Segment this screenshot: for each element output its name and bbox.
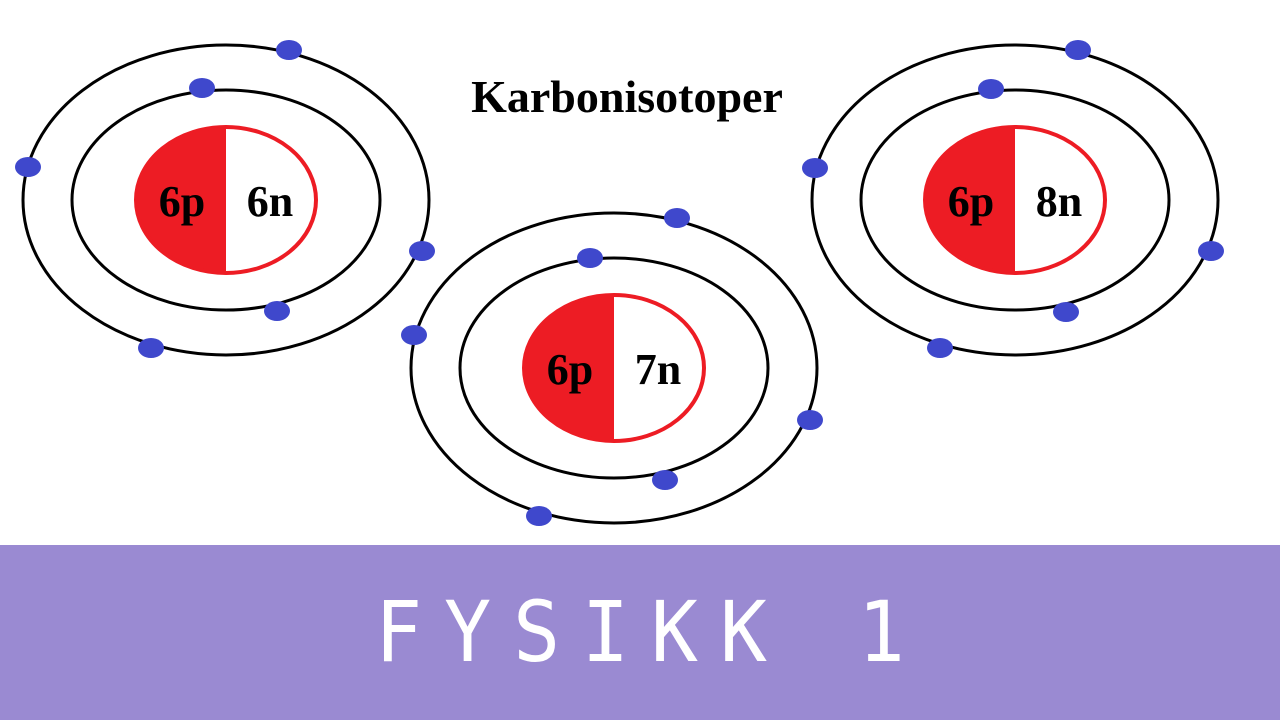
banner: FYSIKK 1 — [0, 545, 1280, 720]
electron — [664, 208, 690, 228]
proton-label: 6p — [159, 177, 205, 226]
inner-orbit — [70, 88, 382, 312]
atom-3: 6p 8n — [802, 40, 1224, 358]
inner-orbit — [458, 256, 770, 480]
nucleus-outline — [134, 125, 318, 275]
atom-2: 6p 7n — [401, 208, 823, 526]
carbon-isotopes-diagram: Karbonisotoper 6p 6n 6p 7n 6p 8n — [15, 40, 1224, 526]
proton-half — [925, 127, 1015, 273]
banner-title: FYSIKK 1 — [375, 583, 927, 682]
neutron-half — [226, 127, 316, 273]
electron — [189, 78, 215, 98]
nucleus-outline — [923, 125, 1107, 275]
electron — [978, 79, 1004, 99]
electron — [264, 301, 290, 321]
electron — [138, 338, 164, 358]
neutron-half — [1015, 127, 1105, 273]
nucleus-outline — [522, 293, 706, 443]
proton-label: 6p — [948, 177, 994, 226]
inner-orbit — [859, 88, 1171, 312]
outer-orbit — [21, 43, 431, 357]
electron — [1053, 302, 1079, 322]
electron — [276, 40, 302, 60]
electron — [797, 410, 823, 430]
neutron-label: 8n — [1036, 177, 1082, 226]
atom-1: 6p 6n — [15, 40, 435, 358]
neutron-label: 6n — [247, 177, 293, 226]
electron — [577, 248, 603, 268]
electron — [1198, 241, 1224, 261]
atoms-group: 6p 6n 6p 7n 6p 8n — [15, 40, 1224, 526]
electron — [409, 241, 435, 261]
electron — [652, 470, 678, 490]
neutron-label: 7n — [635, 345, 681, 394]
electron — [927, 338, 953, 358]
electron — [1065, 40, 1091, 60]
electron — [15, 157, 41, 177]
electron — [401, 325, 427, 345]
electron — [526, 506, 552, 526]
electron — [802, 158, 828, 178]
proton-label: 6p — [547, 345, 593, 394]
outer-orbit — [810, 43, 1220, 357]
outer-orbit — [409, 211, 819, 525]
proton-half — [136, 127, 226, 273]
diagram-title: Karbonisotoper — [471, 71, 783, 122]
neutron-half — [614, 295, 704, 441]
proton-half — [524, 295, 614, 441]
